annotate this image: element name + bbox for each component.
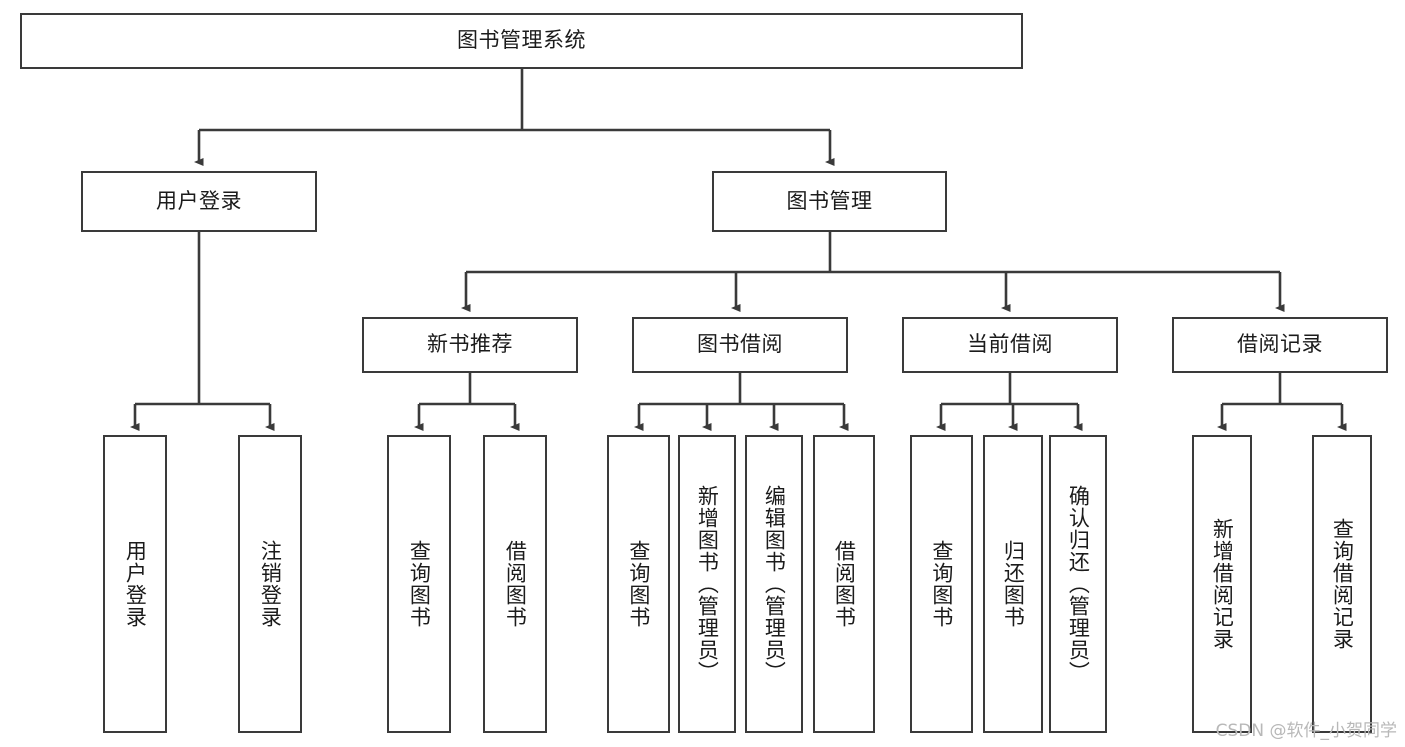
node-leaf-confirm-return-admin[interactable]: 确认归还（管理员） <box>1049 435 1107 733</box>
node-leaf-borrow-book-1-label: 借阅图书 <box>503 540 528 628</box>
node-borrow-record[interactable]: 借阅记录 <box>1172 317 1388 373</box>
node-book-borrow[interactable]: 图书借阅 <box>632 317 848 373</box>
node-leaf-add-borrow-record[interactable]: 新增借阅记录 <box>1192 435 1252 733</box>
node-leaf-user-logout-label: 注销登录 <box>258 540 283 628</box>
node-borrow-record-label: 借阅记录 <box>1237 332 1323 357</box>
node-new-book-recommend[interactable]: 新书推荐 <box>362 317 578 373</box>
node-leaf-query-borrow-record-label: 查询借阅记录 <box>1330 518 1355 650</box>
edges-level2-to-level3 <box>461 232 1285 313</box>
edges-book-borrow-to-leaves <box>634 373 849 432</box>
node-leaf-query-book-2[interactable]: 查询图书 <box>607 435 670 733</box>
node-user-login[interactable]: 用户登录 <box>81 171 317 232</box>
node-root-label: 图书管理系统 <box>457 28 586 53</box>
node-leaf-borrow-book-1[interactable]: 借阅图书 <box>483 435 547 733</box>
node-leaf-query-book-3[interactable]: 查询图书 <box>910 435 973 733</box>
node-leaf-query-book-1-label: 查询图书 <box>407 540 432 628</box>
edges-borrow-record-to-leaves <box>1217 373 1347 432</box>
node-new-book-recommend-label: 新书推荐 <box>427 332 513 357</box>
node-leaf-confirm-return-admin-label: 确认归还（管理员） <box>1066 485 1091 683</box>
node-current-borrow[interactable]: 当前借阅 <box>902 317 1118 373</box>
edges-current-borrow-to-leaves <box>936 373 1083 432</box>
edges-root-to-level2 <box>194 69 835 167</box>
node-book-borrow-label: 图书借阅 <box>697 332 783 357</box>
edges-new-book-recommend-to-leaves <box>414 373 520 432</box>
node-leaf-edit-book-admin-label: 编辑图书（管理员） <box>762 485 787 683</box>
node-book-manage[interactable]: 图书管理 <box>712 171 947 232</box>
node-leaf-add-borrow-record-label: 新增借阅记录 <box>1210 518 1235 650</box>
node-leaf-user-logout[interactable]: 注销登录 <box>238 435 302 733</box>
node-leaf-return-book-label: 归还图书 <box>1001 540 1026 628</box>
node-leaf-return-book[interactable]: 归还图书 <box>983 435 1043 733</box>
node-leaf-query-book-3-label: 查询图书 <box>929 540 954 628</box>
node-root[interactable]: 图书管理系统 <box>20 13 1023 69</box>
node-leaf-add-book-admin[interactable]: 新增图书（管理员） <box>678 435 736 733</box>
node-leaf-edit-book-admin[interactable]: 编辑图书（管理员） <box>745 435 803 733</box>
node-book-manage-label: 图书管理 <box>786 188 873 213</box>
node-leaf-user-login[interactable]: 用户登录 <box>103 435 167 733</box>
node-user-login-label: 用户登录 <box>156 188 242 213</box>
node-leaf-query-book-1[interactable]: 查询图书 <box>387 435 451 733</box>
node-leaf-borrow-book-2-label: 借阅图书 <box>832 540 857 628</box>
edges-user-login-to-leaves <box>130 232 275 432</box>
node-current-borrow-label: 当前借阅 <box>967 332 1053 357</box>
node-leaf-borrow-book-2[interactable]: 借阅图书 <box>813 435 875 733</box>
node-leaf-add-book-admin-label: 新增图书（管理员） <box>695 485 720 683</box>
node-leaf-user-login-label: 用户登录 <box>123 540 148 628</box>
node-leaf-query-borrow-record[interactable]: 查询借阅记录 <box>1312 435 1372 733</box>
node-leaf-query-book-2-label: 查询图书 <box>626 540 651 628</box>
